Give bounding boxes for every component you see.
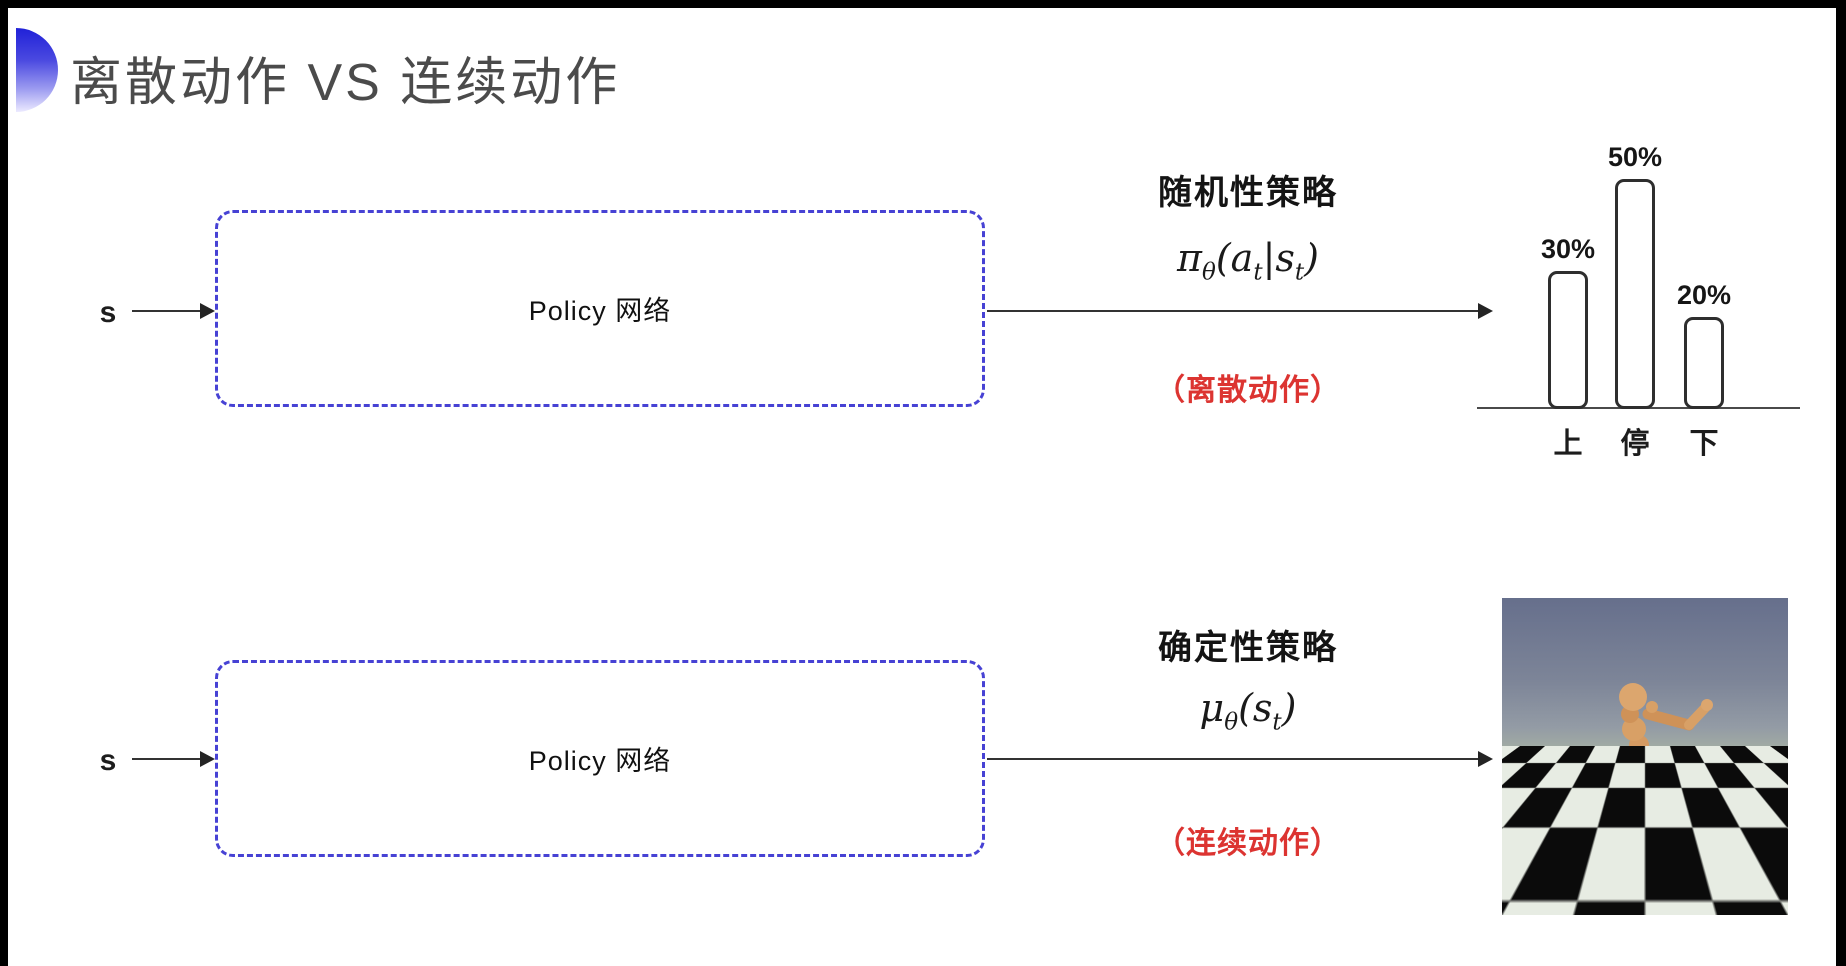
humanoid-figure [1572, 683, 1713, 910]
half-circle-gradient-icon [16, 28, 58, 112]
policy-network-label: Policy 网络 [528, 296, 672, 326]
bar-value-label: 20% [1676, 280, 1732, 310]
formula-part: π [1177, 236, 1202, 280]
formula-sub: θ [1202, 259, 1216, 286]
policy-network-box-discrete: Policy 网络 [215, 210, 985, 407]
bar-category-label: 上 [1553, 428, 1583, 460]
action-type-note-discrete: （离散动作） [1155, 374, 1341, 407]
input-arrow-continuous [132, 751, 215, 767]
policy-network-box-continuous: Policy 网络 [215, 660, 985, 857]
state-input-label-discrete: s [99, 296, 117, 329]
policy-formula-discrete: πθ(at|st) [1068, 236, 1428, 286]
formula-sub: t [1272, 709, 1282, 736]
policy-type-title-continuous: 确定性策略 [1158, 629, 1338, 667]
formula-sub: t [1253, 259, 1263, 286]
policy-type-title-discrete: 随机性策略 [1158, 174, 1338, 212]
policy-network-label: Policy 网络 [528, 746, 672, 776]
formula-part: ) [1281, 686, 1297, 730]
input-arrow-discrete [132, 303, 215, 319]
bar [1548, 271, 1588, 409]
formula-sub: θ [1224, 709, 1239, 736]
bar-category-label: 下 [1689, 428, 1719, 460]
bar-value-label: 30% [1540, 234, 1596, 264]
bar [1684, 317, 1724, 409]
formula-sub: t [1294, 259, 1305, 286]
bar-category-label: 停 [1620, 428, 1650, 460]
humanoid-robot-image [1502, 598, 1788, 915]
page-title: 离散动作 VS 连续动作 [70, 54, 621, 112]
formula-part: ) [1304, 236, 1319, 280]
bar [1615, 179, 1655, 409]
slide: 离散动作 VS 连续动作 s Policy 网络 随机性策略 πθ(at|st)… [8, 8, 1836, 966]
formula-part: (a [1215, 236, 1254, 280]
formula-part: (s [1238, 686, 1273, 730]
formula-part: |s [1262, 236, 1295, 280]
output-arrow-continuous [987, 751, 1493, 767]
action-type-note-continuous: （连续动作） [1155, 827, 1341, 860]
output-arrow-discrete [987, 303, 1493, 319]
bar-value-label: 50% [1607, 142, 1663, 172]
state-input-label-continuous: s [99, 744, 117, 777]
action-distribution-chart: 30% 上 50% 停 20% 下 [1460, 100, 1840, 460]
formula-part: μ [1199, 686, 1225, 730]
policy-formula-continuous: μθ(st) [1068, 686, 1428, 736]
